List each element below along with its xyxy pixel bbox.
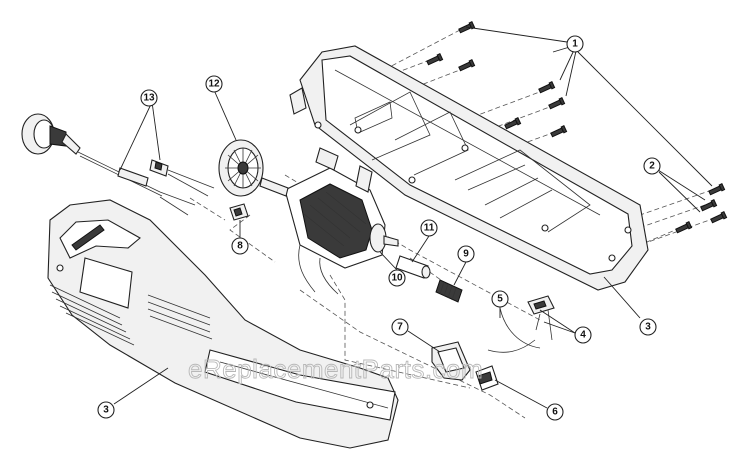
spring-part-9 (435, 279, 463, 303)
switch-part-7 (431, 341, 471, 381)
housing-half-lower (47, 199, 399, 449)
screws-part-2 (675, 199, 728, 234)
callout-13: 13 (140, 89, 158, 107)
callout-4: 4 (574, 326, 592, 344)
callout-1-label: 1 (572, 39, 578, 50)
callout-2-label: 2 (649, 161, 655, 172)
power-cord-part-13 (21, 113, 215, 216)
callout-9: 9 (457, 245, 475, 263)
callout-3-lower: 3 (97, 401, 115, 419)
callout-7-label: 7 (397, 322, 403, 333)
callout-8-label: 8 (237, 241, 243, 252)
callout-11: 11 (420, 219, 438, 237)
callout-10-label: 10 (391, 273, 403, 284)
sleeve-part-11 (395, 255, 431, 279)
callout-11-label: 11 (424, 223, 435, 234)
callout-7: 7 (391, 318, 409, 336)
watermark-text: eReplacementParts.com (188, 354, 483, 384)
cooling-fan-part-12 (218, 139, 264, 197)
callout-5-label: 5 (497, 294, 503, 305)
callout-4-label: 4 (580, 330, 586, 341)
callout-13-label: 13 (143, 93, 155, 104)
housing-vent-slots (49, 284, 213, 346)
callout-3-upper: 3 (639, 318, 657, 336)
callout-6: 6 (546, 403, 564, 421)
callout-1: 1 (566, 35, 584, 53)
callout-6-label: 6 (552, 407, 558, 418)
terminals-part-4 (527, 295, 555, 341)
motor-part-10 (259, 147, 399, 295)
callout-5: 5 (491, 290, 509, 308)
clip-part-8 (229, 203, 249, 221)
callout-10: 10 (388, 269, 406, 287)
callout-2: 2 (643, 157, 661, 175)
callout-9-label: 9 (463, 249, 469, 260)
wire-part-5 (487, 307, 541, 353)
housing-half-upper (289, 45, 649, 291)
callout-12-label: 12 (208, 79, 220, 90)
callout-3-lower-label: 3 (103, 405, 109, 416)
callout-3-upper-label: 3 (645, 322, 651, 333)
leader-lines (113, 26, 713, 409)
callout-8: 8 (231, 237, 249, 255)
screws-part-1 (426, 21, 726, 196)
switch-button-part-6 (475, 365, 499, 391)
callout-12: 12 (205, 75, 223, 93)
